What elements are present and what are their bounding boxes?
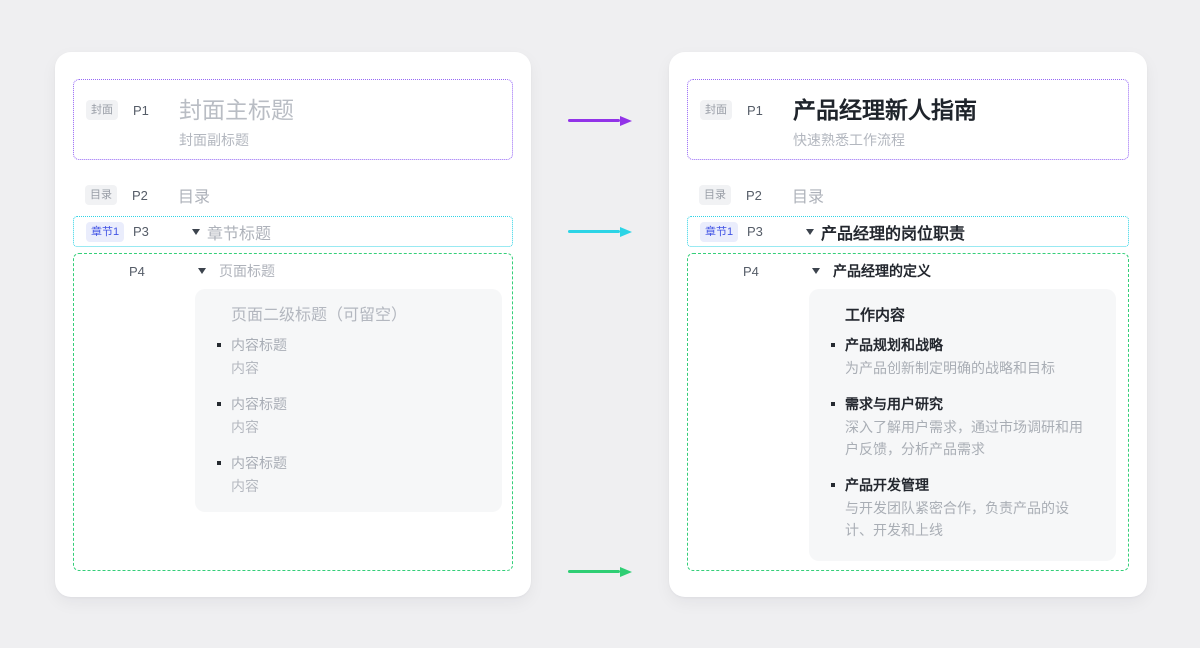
caret-down-icon[interactable] [198, 268, 206, 274]
page-number: P3 [133, 224, 149, 239]
list-item: 内容标题 内容 [217, 334, 478, 379]
chapter-badge-col: 章节1 [700, 221, 740, 242]
bullet-icon [217, 461, 221, 465]
item-title: 需求与用户研究 [845, 396, 943, 412]
page-row: P4 产品经理的定义 [688, 258, 1128, 284]
list-item: 需求与用户研究 深入了解用户需求，通过市场调研和用户反馈，分析产品需求 [831, 393, 1092, 460]
cover-title: 产品经理新人指南 [793, 97, 977, 123]
toc-title: 目录 [178, 189, 211, 206]
chapter-row: 章节1 P3 章节标题 [74, 217, 512, 246]
toc-badge: 目录 [699, 185, 731, 205]
chapter-row: 章节1 P3 产品经理的岗位职责 [688, 217, 1128, 246]
caret-down-icon[interactable] [192, 228, 200, 235]
page-title: 产品经理的定义 [833, 263, 931, 279]
chapter-badge-col: 章节1 [86, 221, 126, 242]
toc-row: 目录 P2 目录 [669, 182, 1147, 208]
page-number: P3 [747, 224, 763, 239]
bullet-icon [831, 343, 835, 347]
list-item: 内容标题 内容 [217, 393, 478, 438]
page-number: P1 [747, 102, 763, 118]
toc-title: 目录 [792, 189, 825, 206]
cyan-arrow-right-icon [568, 230, 620, 233]
item-title: 内容标题 [231, 396, 287, 412]
cover-row: 封面 P1 封面主标题 [74, 95, 512, 125]
cover-badge-col: 封面 [86, 100, 126, 120]
content-subtitle: 页面二级标题（可留空） [231, 307, 408, 324]
page-title: 页面标题 [219, 263, 275, 279]
cover-title: 封面主标题 [179, 97, 294, 123]
cover-badge: 封面 [700, 100, 732, 120]
bullet-icon [217, 343, 221, 347]
caret-down-icon[interactable] [812, 268, 820, 274]
item-title: 产品规划和战略 [845, 337, 943, 353]
item-desc: 与开发团队紧密合作，负责产品的设计、开发和上线 [845, 500, 1069, 538]
green-arrow-right-icon [568, 570, 620, 573]
toc-row: 目录 P2 目录 [55, 182, 531, 208]
bullet-icon [831, 483, 835, 487]
item-desc: 深入了解用户需求，通过市场调研和用户反馈，分析产品需求 [845, 419, 1083, 457]
cover-badge-col: 封面 [700, 100, 740, 120]
page-number: P1 [133, 102, 149, 118]
page-number: P2 [132, 187, 148, 203]
list-item: 产品开发管理 与开发团队紧密合作，负责产品的设计、开发和上线 [831, 474, 1092, 541]
page-content-panel: 工作内容 产品规划和战略 为产品创新制定明确的战略和目标 需求与用户研究 深入了… [809, 289, 1116, 561]
template-card: 封面 P1 封面主标题 封面副标题 目录 P2 目录 章节1 P3 章节标题 P… [55, 52, 531, 597]
cover-section: 封面 P1 产品经理新人指南 快速熟悉工作流程 [687, 79, 1129, 160]
example-card: 封面 P1 产品经理新人指南 快速熟悉工作流程 目录 P2 目录 章节1 P3 … [669, 52, 1147, 597]
toc-badge: 目录 [85, 185, 117, 205]
cover-badge: 封面 [86, 100, 118, 120]
item-title: 产品开发管理 [845, 477, 929, 493]
cover-section: 封面 P1 封面主标题 封面副标题 [73, 79, 513, 160]
chapter-title: 章节标题 [207, 225, 272, 243]
cover-subtitle: 封面副标题 [179, 132, 249, 148]
cover-row: 封面 P1 产品经理新人指南 [688, 95, 1128, 125]
item-desc: 内容 [231, 360, 259, 376]
page-number: P2 [746, 187, 762, 203]
list-item: 内容标题 内容 [217, 452, 478, 497]
item-title: 内容标题 [231, 455, 287, 471]
purple-arrow-right-icon [568, 119, 620, 122]
chapter-badge: 章节1 [86, 221, 125, 242]
item-title: 内容标题 [231, 337, 287, 353]
caret-down-icon[interactable] [806, 228, 814, 235]
cover-subtitle: 快速熟悉工作流程 [793, 132, 905, 148]
toc-badge-col: 目录 [85, 185, 125, 205]
chapter-badge: 章节1 [700, 221, 739, 242]
page-section: P4 页面标题 页面二级标题（可留空） 内容标题 内容 内容标题 内容 [73, 253, 513, 571]
page-section: P4 产品经理的定义 工作内容 产品规划和战略 为产品创新制定明确的战略和目标 … [687, 253, 1129, 571]
item-desc: 为产品创新制定明确的战略和目标 [845, 360, 1055, 376]
page-number: P4 [129, 263, 145, 279]
chapter-title: 产品经理的岗位职责 [821, 225, 966, 243]
content-subtitle: 工作内容 [845, 307, 906, 324]
chapter-section: 章节1 P3 产品经理的岗位职责 [687, 216, 1129, 247]
page-row: P4 页面标题 [74, 258, 512, 284]
item-desc: 内容 [231, 478, 259, 494]
bullet-icon [217, 402, 221, 406]
page-content-panel: 页面二级标题（可留空） 内容标题 内容 内容标题 内容 内容标题 内容 [195, 289, 502, 512]
page-number: P4 [743, 263, 759, 279]
toc-badge-col: 目录 [699, 185, 739, 205]
chapter-section: 章节1 P3 章节标题 [73, 216, 513, 247]
item-desc: 内容 [231, 419, 259, 435]
bullet-icon [831, 402, 835, 406]
list-item: 产品规划和战略 为产品创新制定明确的战略和目标 [831, 334, 1092, 379]
